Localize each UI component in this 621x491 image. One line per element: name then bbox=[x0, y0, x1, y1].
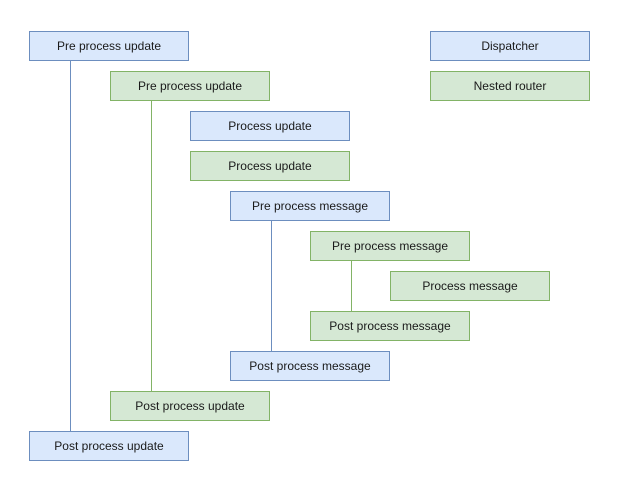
legend-item-dispatcher[interactable]: Dispatcher bbox=[430, 31, 590, 61]
node-label: Post process message bbox=[249, 359, 371, 373]
node-box[interactable]: Pre process update bbox=[110, 71, 270, 101]
node-label: Post process message bbox=[329, 319, 451, 333]
node-box[interactable]: Pre process update bbox=[29, 31, 189, 61]
legend-item-label: Nested router bbox=[473, 79, 547, 93]
node-box[interactable]: Pre process message bbox=[310, 231, 470, 261]
node-label: Process message bbox=[422, 279, 518, 293]
connector-line bbox=[351, 261, 352, 311]
node-label: Post process update bbox=[54, 439, 164, 453]
connector-line bbox=[151, 101, 152, 391]
node-box[interactable]: Pre process message bbox=[230, 191, 390, 221]
node-box[interactable]: Post process message bbox=[230, 351, 390, 381]
node-box[interactable]: Process update bbox=[190, 151, 350, 181]
node-box[interactable]: Process message bbox=[390, 271, 550, 301]
node-label: Pre process message bbox=[331, 239, 449, 253]
node-box[interactable]: Process update bbox=[190, 111, 350, 141]
node-label: Pre process message bbox=[251, 199, 369, 213]
node-label: Post process update bbox=[135, 399, 245, 413]
legend-item-nested-router[interactable]: Nested router bbox=[430, 71, 590, 101]
node-box[interactable]: Post process update bbox=[29, 431, 189, 461]
connector-line bbox=[70, 61, 71, 431]
node-label: Pre process update bbox=[56, 39, 162, 53]
node-box[interactable]: Post process message bbox=[310, 311, 470, 341]
node-label: Process update bbox=[228, 159, 312, 173]
node-label: Pre process update bbox=[137, 79, 243, 93]
node-label: Process update bbox=[228, 119, 312, 133]
node-box[interactable]: Post process update bbox=[110, 391, 270, 421]
legend-item-label: Dispatcher bbox=[481, 39, 539, 53]
connector-line bbox=[271, 221, 272, 351]
